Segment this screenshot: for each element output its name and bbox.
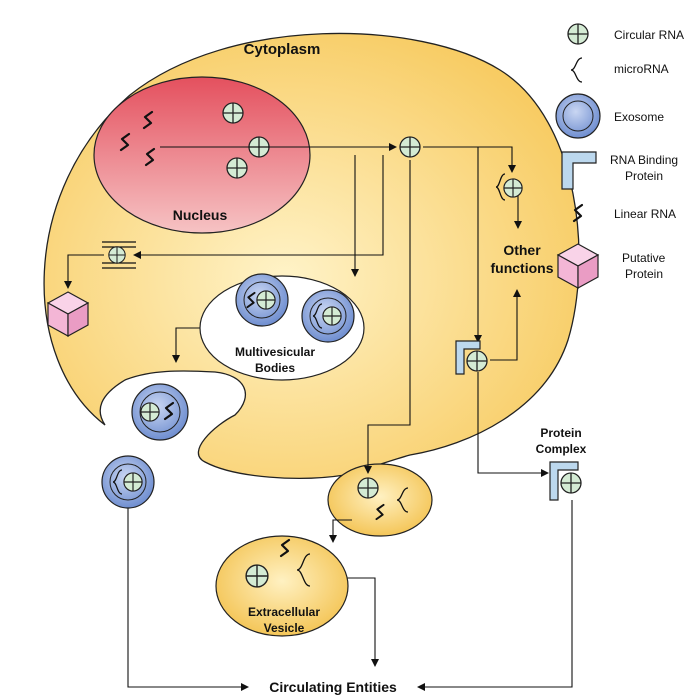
legend-exosome-icon — [555, 93, 601, 139]
legend-putative-protein-label-line1: Putative — [622, 251, 666, 265]
legend-putative-protein-icon — [556, 243, 600, 290]
mvb-exosome-2 — [301, 289, 355, 343]
mvb-label-line1: Multivesicular — [235, 345, 315, 359]
budding-vesicle-microrna — [396, 487, 409, 513]
other-functions-sponge-icon — [495, 173, 523, 201]
putative-protein-cube — [46, 291, 90, 338]
ev-circular-rna — [245, 564, 269, 588]
legend: Circular RNA microRNA Exosome RNA Bindin… — [555, 23, 684, 290]
cytoplasm-circular-rna-icon — [399, 136, 421, 158]
legend-linear-rna-label: Linear RNA — [614, 207, 676, 221]
mvb-exosome-1 — [235, 273, 289, 327]
budding-vesicle — [327, 463, 433, 537]
nucleus-circular-rna-icon-1 — [222, 102, 244, 124]
legend-microrna-icon — [570, 57, 583, 83]
ev-label-line1: Extracellular — [248, 605, 320, 619]
pathway-arrows — [64, 143, 573, 691]
released-exosome — [101, 455, 155, 509]
legend-circular-rna-icon — [567, 23, 589, 45]
releasing-exosome — [131, 383, 189, 441]
protein-complex-label-line2: Complex — [536, 442, 587, 456]
cytoplasm-label: Cytoplasm — [244, 41, 321, 58]
extracellular-vesicle — [215, 535, 349, 637]
legend-exosome-label: Exosome — [614, 110, 664, 124]
mvb-label-line2: Bodies — [255, 361, 295, 375]
legend-circular-rna-label: Circular RNA — [614, 28, 684, 42]
legend-microrna-label: microRNA — [614, 62, 669, 76]
protein-complex-icon — [549, 461, 582, 501]
nucleus-label: Nucleus — [173, 207, 228, 223]
ev-label-line2: Vesicle — [264, 621, 305, 635]
nucleus-circular-rna-icon-3 — [226, 157, 248, 179]
legend-rbp-label-line2: Protein — [625, 169, 663, 183]
other-functions-label-line1: Other — [503, 242, 541, 258]
circulating-entities-label: Circulating Entities — [269, 679, 397, 695]
budding-vesicle-circular-rna — [357, 477, 379, 499]
protein-complex-label-line1: Protein — [540, 426, 581, 440]
rbp-circrna-complex — [455, 340, 488, 375]
other-functions-label-line2: functions — [491, 260, 554, 276]
ev-microrna — [296, 553, 311, 587]
legend-rbp-label-line1: RNA Binding — [610, 153, 678, 167]
legend-rbp-icon — [561, 151, 597, 190]
legend-putative-protein-label-line2: Protein — [625, 267, 663, 281]
translation-ribosome-icon — [102, 241, 136, 269]
